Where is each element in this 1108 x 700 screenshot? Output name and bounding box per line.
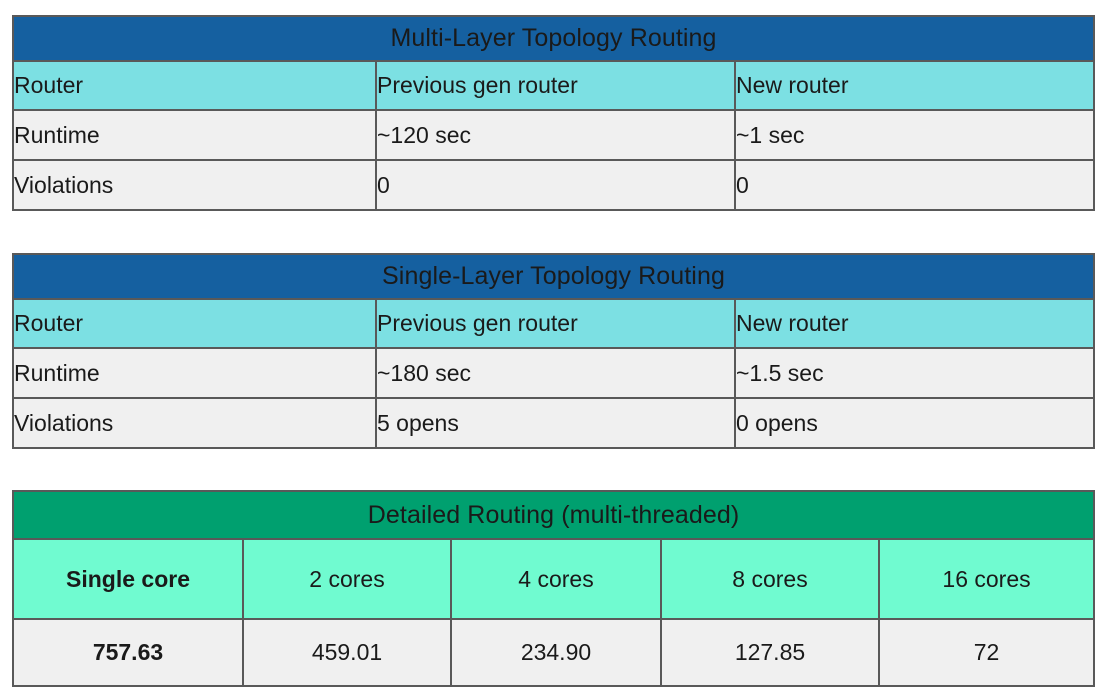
cell-runtime-previous-gen: ~180 sec <box>375 347 736 399</box>
column-header-previous-gen-router: Previous gen router <box>375 60 736 111</box>
cell-runtime-previous-gen: ~120 sec <box>375 109 736 161</box>
column-header-single-core: Single core <box>12 538 244 620</box>
row-label-violations: Violations <box>12 397 377 449</box>
column-header-2-cores: 2 cores <box>242 538 452 620</box>
table-row: Violations 5 opens 0 opens <box>12 397 1095 449</box>
table-header-row: Router Previous gen router New router <box>12 60 1096 111</box>
cell-runtime-2-cores: 459.01 <box>242 618 452 687</box>
cell-violations-new: 0 <box>733 159 1096 211</box>
column-header-new-router: New router <box>734 298 1095 349</box>
table-title-detailed-routing: Detailed Routing (multi-threaded) <box>11 490 1096 540</box>
column-header-new-router: New router <box>733 60 1096 111</box>
column-header-previous-gen-router: Previous gen router <box>375 298 736 349</box>
table-row: 757.63 459.01 234.90 127.85 72 <box>12 618 1096 687</box>
table-title-row: Detailed Routing (multi-threaded) <box>11 490 1096 540</box>
cell-runtime-single-core: 757.63 <box>12 618 244 687</box>
row-label-violations: Violations <box>12 159 377 211</box>
table-row: Violations 0 0 <box>12 159 1096 211</box>
column-header-router: Router <box>12 60 377 111</box>
table-title-single-layer: Single-Layer Topology Routing <box>12 253 1095 300</box>
table-title-row: Single-Layer Topology Routing <box>12 253 1095 300</box>
cell-runtime-16-cores: 72 <box>877 618 1096 687</box>
column-header-4-cores: 4 cores <box>450 538 662 620</box>
cell-violations-previous-gen: 5 opens <box>375 397 736 449</box>
row-label-runtime: Runtime <box>12 109 377 161</box>
table-header-row: Single core 2 cores 4 cores 8 cores 16 c… <box>12 538 1096 620</box>
table-title-row: Multi-Layer Topology Routing <box>11 15 1096 62</box>
cell-violations-new: 0 opens <box>734 397 1095 449</box>
row-label-runtime: Runtime <box>12 347 377 399</box>
cell-runtime-8-cores: 127.85 <box>660 618 880 687</box>
table-multi-layer-topology-routing: Multi-Layer Topology Routing Router Prev… <box>11 15 1096 211</box>
table-header-row: Router Previous gen router New router <box>12 298 1095 349</box>
table-detailed-routing-multi-threaded: Detailed Routing (multi-threaded) Single… <box>11 490 1096 687</box>
table-row: Runtime ~180 sec ~1.5 sec <box>12 347 1095 399</box>
cell-violations-previous-gen: 0 <box>375 159 736 211</box>
cell-runtime-4-cores: 234.90 <box>450 618 662 687</box>
table-single-layer-topology-routing: Single-Layer Topology Routing Router Pre… <box>12 253 1095 449</box>
table-row: Runtime ~120 sec ~1 sec <box>12 109 1096 161</box>
cell-runtime-new: ~1.5 sec <box>734 347 1095 399</box>
column-header-16-cores: 16 cores <box>877 538 1096 620</box>
column-header-8-cores: 8 cores <box>660 538 880 620</box>
table-title-multi-layer: Multi-Layer Topology Routing <box>11 15 1096 62</box>
cell-runtime-new: ~1 sec <box>733 109 1096 161</box>
column-header-router: Router <box>12 298 377 349</box>
